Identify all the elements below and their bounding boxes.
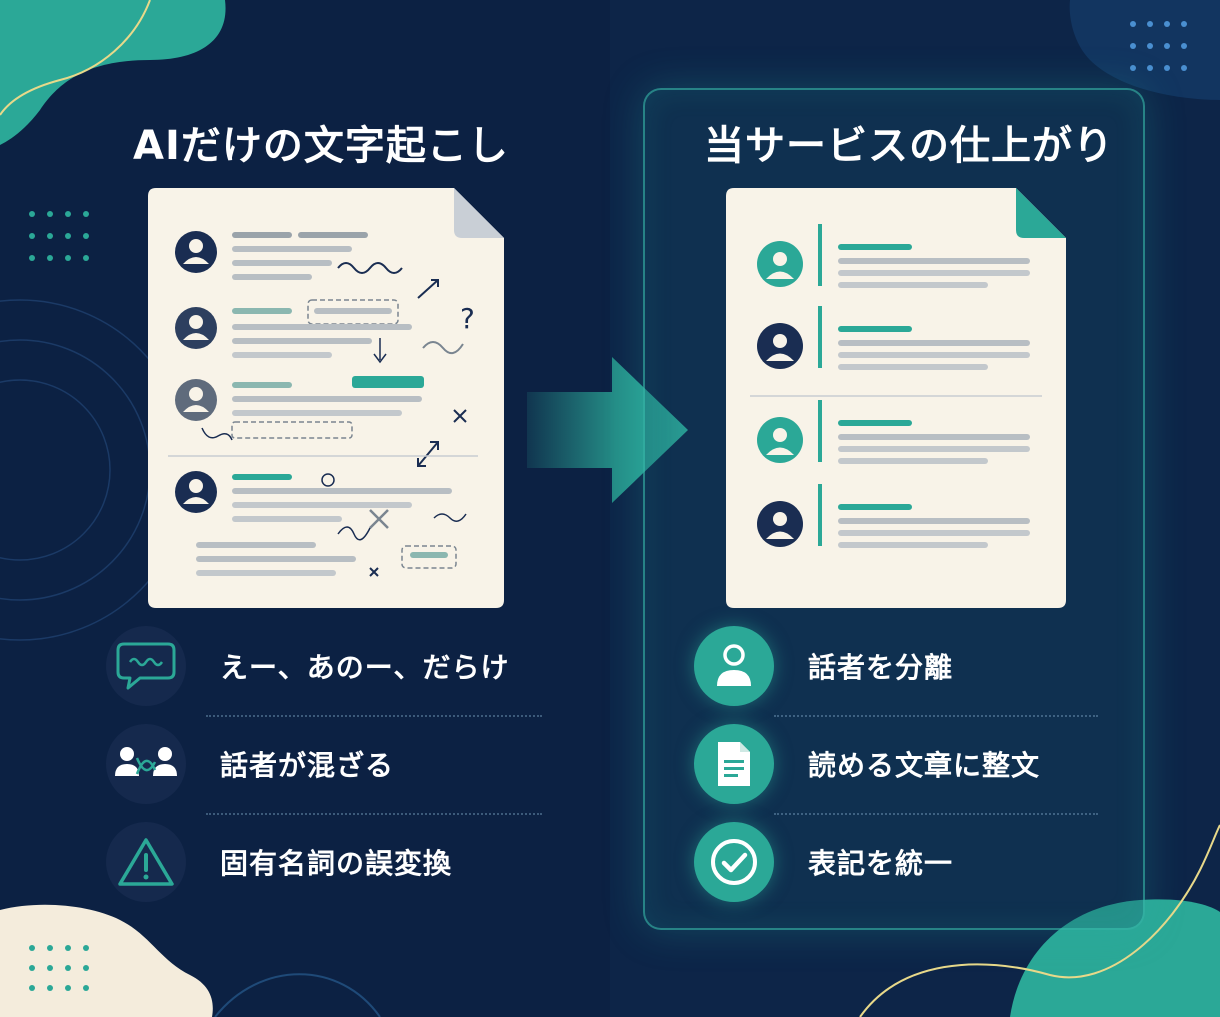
text-line — [838, 270, 1030, 276]
messy-document-illustration: ? — [148, 188, 504, 608]
arrow-right-icon — [527, 357, 688, 503]
left-title: AIだけの文字起こし — [133, 123, 509, 169]
text-line — [838, 458, 988, 464]
text-line — [838, 258, 1030, 264]
person-icon — [694, 626, 774, 706]
document-icon — [694, 724, 774, 804]
text-line — [838, 244, 912, 250]
text-line — [838, 326, 912, 332]
text-line — [838, 504, 912, 510]
divider — [774, 715, 1098, 717]
feature-unified-notation: 表記を統一 — [694, 822, 953, 902]
feature-mixed-speakers: 話者が混ざる — [106, 724, 394, 804]
dot-grid-top-right — [1130, 21, 1187, 71]
speech-bubble-icon — [106, 626, 186, 706]
avatar-icon — [175, 471, 217, 513]
dot-grid-left — [29, 211, 89, 261]
feature-filler-words: えー、あのー、だらけ — [106, 626, 509, 706]
feature-label: 表記を統一 — [808, 847, 954, 880]
speakers-mixed-icon — [106, 724, 186, 804]
text-line — [838, 364, 988, 370]
avatar-icon — [175, 379, 217, 421]
divider — [206, 813, 542, 815]
text-line — [838, 420, 912, 426]
feature-label: 固有名詞の誤変換 — [220, 847, 453, 880]
text-line — [838, 340, 1030, 346]
text-line — [838, 518, 1030, 524]
right-title: 当サービスの仕上がり — [704, 123, 1114, 169]
text-line — [838, 434, 1030, 440]
feature-label: えー、あのー、だらけ — [220, 651, 510, 684]
dot-grid-bottom-left — [29, 945, 89, 991]
text-line — [838, 542, 988, 548]
warning-icon — [106, 822, 186, 902]
divider — [206, 715, 542, 717]
text-line — [838, 446, 1030, 452]
clean-document-illustration — [726, 188, 1066, 608]
text-line — [838, 530, 1030, 536]
svg-text:?: ? — [460, 302, 475, 335]
feature-label: 話者が混ざる — [220, 749, 395, 782]
feature-label: 話者を分離 — [808, 651, 954, 684]
text-line — [838, 282, 988, 288]
feature-label: 読める文章に整文 — [808, 749, 1041, 782]
check-circle-icon — [694, 822, 774, 902]
avatar-icon — [175, 307, 217, 349]
text-line — [838, 352, 1030, 358]
feature-misconversion: 固有名詞の誤変換 — [106, 822, 452, 902]
divider — [774, 813, 1098, 815]
feature-speaker-separation: 話者を分離 — [694, 626, 953, 706]
avatar-icon — [175, 231, 217, 273]
feature-readable-text: 読める文章に整文 — [694, 724, 1040, 804]
